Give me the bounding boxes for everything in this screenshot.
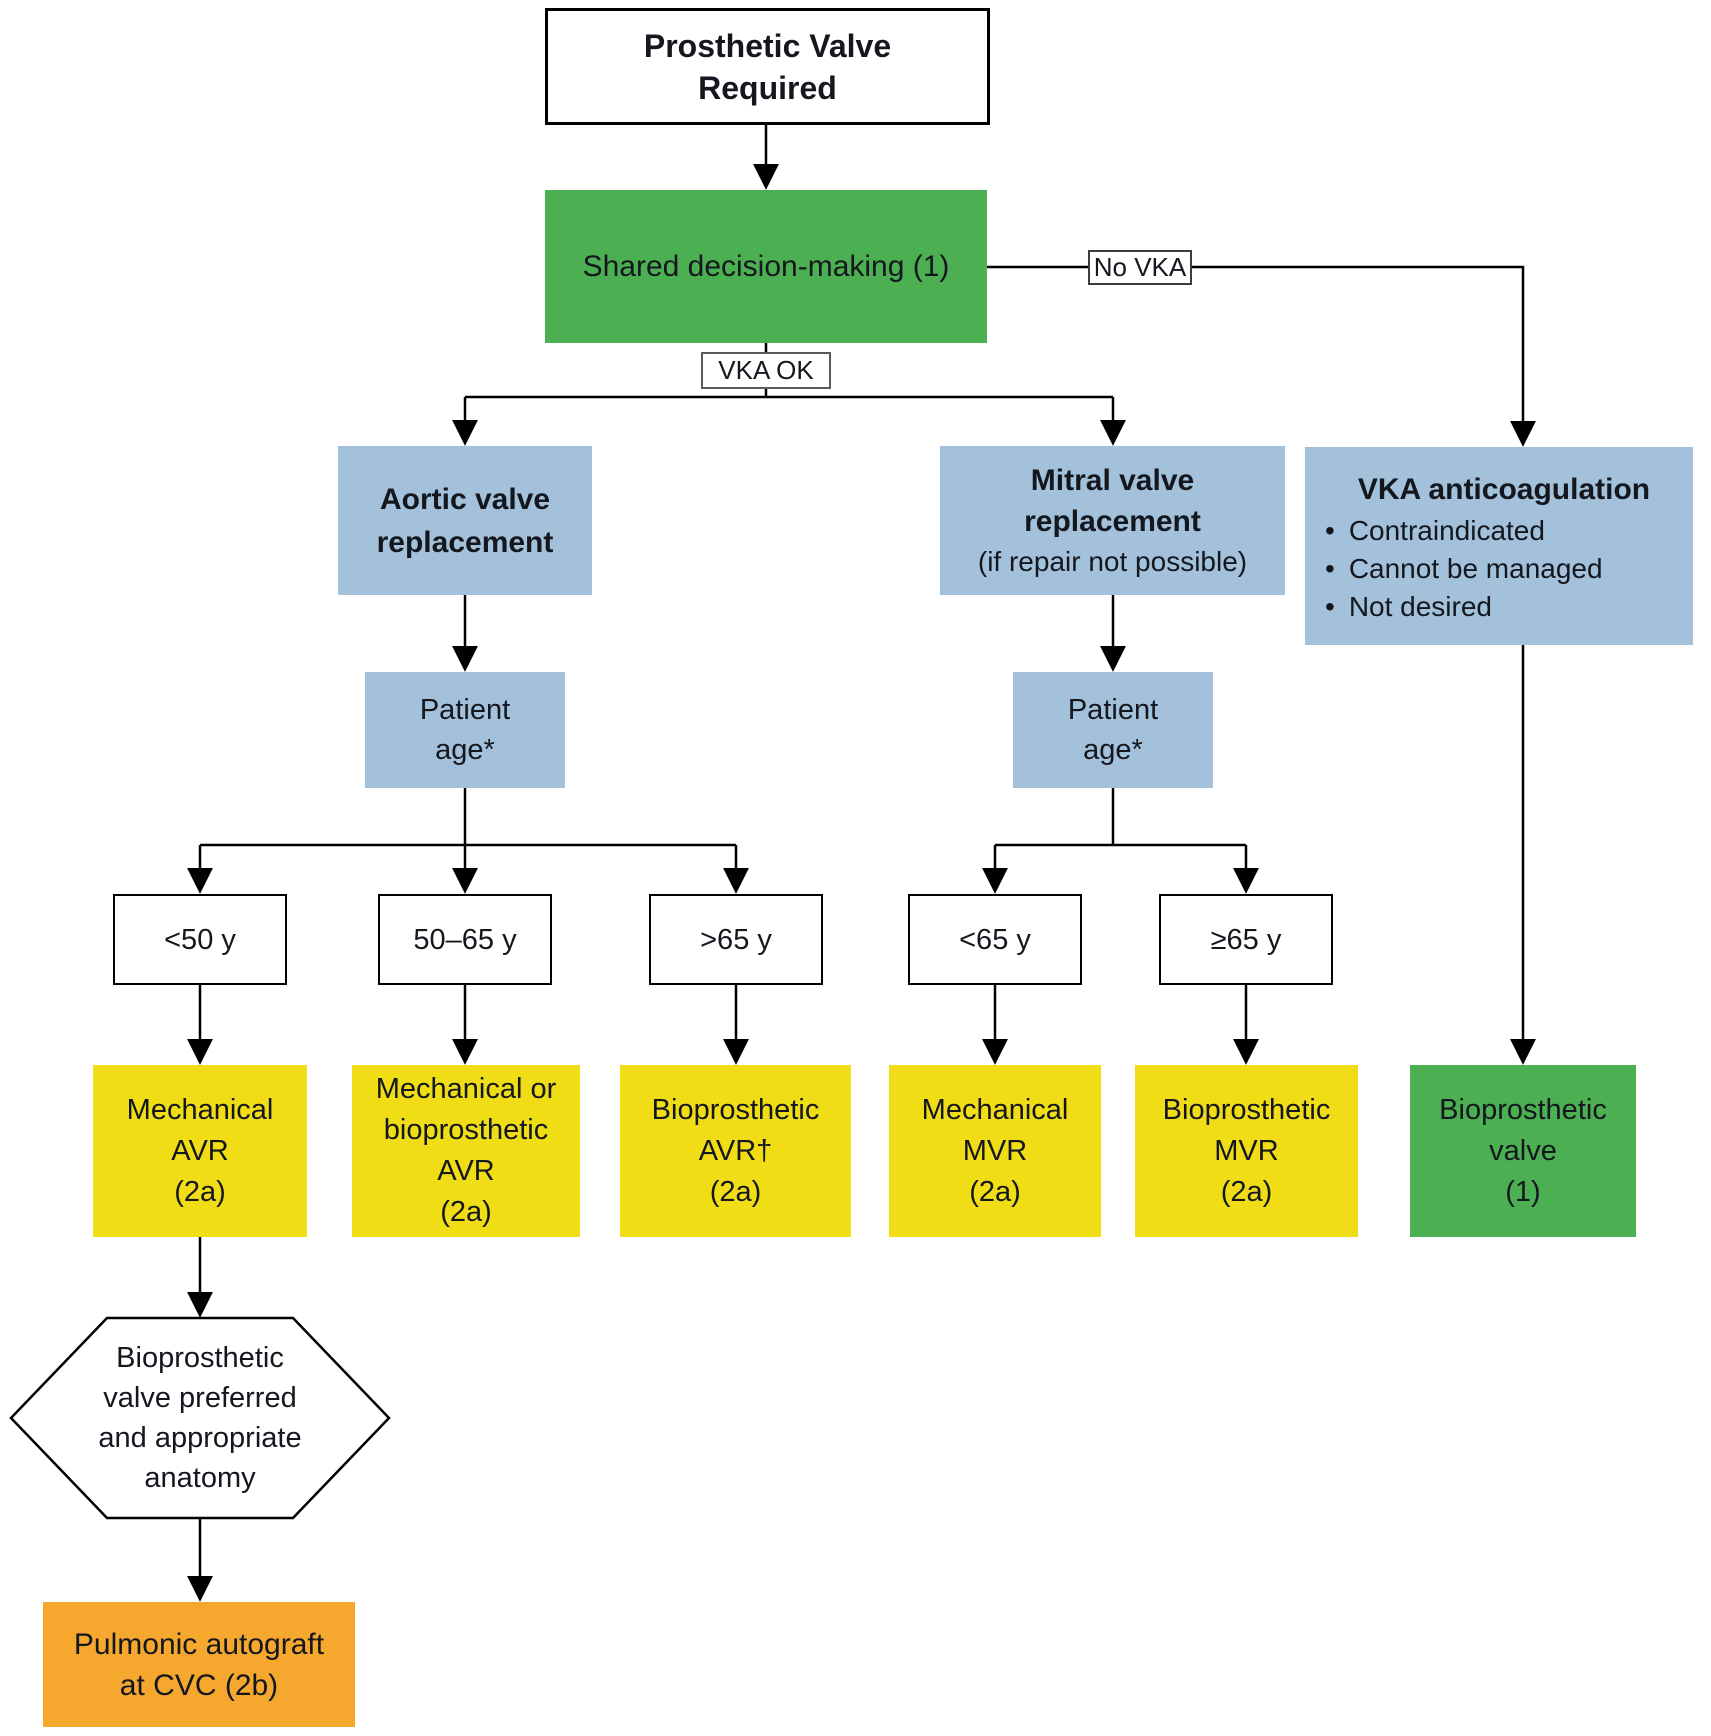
node-vka-anticoagulation: VKA anticoagulation Contraindicated Cann… [1305, 447, 1693, 645]
mitral-valve-replacement-subtitle: (if repair not possible) [977, 545, 1248, 577]
node-age-lt65: <65 y [908, 894, 1082, 985]
node-age-50-65: 50–65 y [378, 894, 552, 985]
mechanical-mvr-label: Mechanical MVR (2a) [921, 1093, 1069, 1208]
bioprosthetic-mvr-label: Bioprosthetic MVR (2a) [1162, 1093, 1331, 1208]
vka-anticoagulation-bullet-list: Contraindicated Cannot be managed Not de… [1325, 512, 1603, 626]
bioprosthetic-valve-label: Bioprosthetic valve (1) [1439, 1093, 1607, 1208]
vka-anticoagulation-title: VKA anticoagulation [1357, 473, 1651, 506]
shared-decision-making-label: Shared decision-making (1) [582, 249, 950, 283]
patient-age-mitral-label: Patient age* [1067, 694, 1159, 766]
node-pulmonic-autograft: Pulmonic autograft at CVC (2b) [43, 1602, 355, 1727]
bioprosthetic-avr-label: Bioprosthetic AVR† (2a) [651, 1093, 820, 1208]
arrow-no-vka-to-vka-box [987, 265, 1536, 447]
pulmonic-autograft-label: Pulmonic autograft at CVC (2b) [73, 1627, 325, 1702]
aortic-valve-replacement-title: Aortic valve replacement [376, 482, 554, 559]
vka-ok-text: VKA OK [718, 355, 814, 385]
edge-label-no-vka: No VKA [1088, 250, 1192, 285]
node-prosthetic-valve-required: Prosthetic Valve Required [545, 8, 990, 125]
age-lt50-label: <50 y [164, 923, 236, 956]
node-bioprosthetic-mvr: Bioprosthetic MVR (2a) [1135, 1065, 1358, 1237]
age-lt65-label: <65 y [959, 923, 1031, 956]
mechanical-or-bioprosthetic-avr-label: Mechanical or bioprosthetic AVR (2a) [375, 1073, 557, 1228]
edge-label-vka-ok: VKA OK [701, 352, 831, 389]
patient-age-aortic-label: Patient age* [419, 694, 511, 766]
node-bioprosthetic-valve: Bioprosthetic valve (1) [1410, 1065, 1636, 1237]
age-gt65-label: >65 y [700, 923, 772, 956]
node-mitral-valve-replacement: Mitral valve replacement (if repair not … [940, 446, 1285, 595]
node-patient-age-mitral: Patient age* [1013, 672, 1213, 788]
vka-bullet-contraindicated: Contraindicated [1325, 512, 1545, 550]
no-vka-text: No VKA [1093, 252, 1187, 282]
vka-bullet-cannot-be-managed: Cannot be managed [1325, 550, 1603, 588]
node-shared-decision-making: Shared decision-making (1) [545, 190, 987, 343]
node-age-ge65: ≥65 y [1159, 894, 1333, 985]
age-ge65-label: ≥65 y [1210, 923, 1282, 956]
node-mechanical-mvr: Mechanical MVR (2a) [889, 1065, 1101, 1237]
node-patient-age-aortic: Patient age* [365, 672, 565, 788]
node-age-lt50: <50 y [113, 894, 287, 985]
node-mechanical-avr: Mechanical AVR (2a) [93, 1065, 307, 1237]
node-mechanical-or-bioprosthetic-avr: Mechanical or bioprosthetic AVR (2a) [352, 1065, 580, 1237]
node-age-gt65: >65 y [649, 894, 823, 985]
node-aortic-valve-replacement: Aortic valve replacement [338, 446, 592, 595]
mechanical-avr-label: Mechanical AVR (2a) [126, 1093, 274, 1208]
vka-bullet-not-desired: Not desired [1325, 588, 1492, 626]
decision-hexagon-label: Bioprosthetic valve preferred and approp… [98, 1342, 302, 1494]
age-50-65-label: 50–65 y [413, 923, 517, 956]
node-bioprosthetic-avr: Bioprosthetic AVR† (2a) [620, 1065, 851, 1237]
prosthetic-valve-required-label: Prosthetic Valve Required [643, 27, 892, 106]
decision-hexagon-shape [9, 1316, 391, 1520]
mitral-valve-replacement-title: Mitral valve replacement [1024, 463, 1201, 538]
